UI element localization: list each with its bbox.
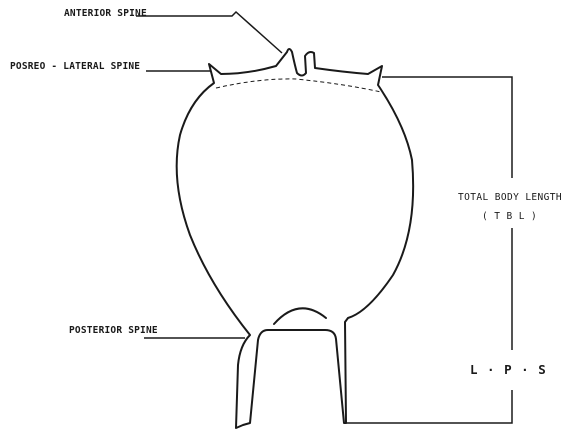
- posterolateral-spine-label: POSREO - LATERAL SPINE: [10, 61, 140, 72]
- lorica-outline: [177, 49, 413, 428]
- tbl-abbrev-label: ( T B L ): [482, 211, 537, 222]
- posterior-spine-label: POSTERIOR SPINE: [69, 325, 158, 336]
- lorica-body: [177, 49, 413, 428]
- anterior-suture-dashed: [216, 79, 381, 92]
- lps-label: L · P · S: [470, 362, 547, 377]
- total-body-length-label: TOTAL BODY LENGTH: [458, 192, 562, 203]
- anterior-spine-leader: [136, 12, 282, 53]
- internal-arc: [274, 308, 326, 324]
- anterior-spine-label: ANTERIOR SPINE: [64, 8, 147, 19]
